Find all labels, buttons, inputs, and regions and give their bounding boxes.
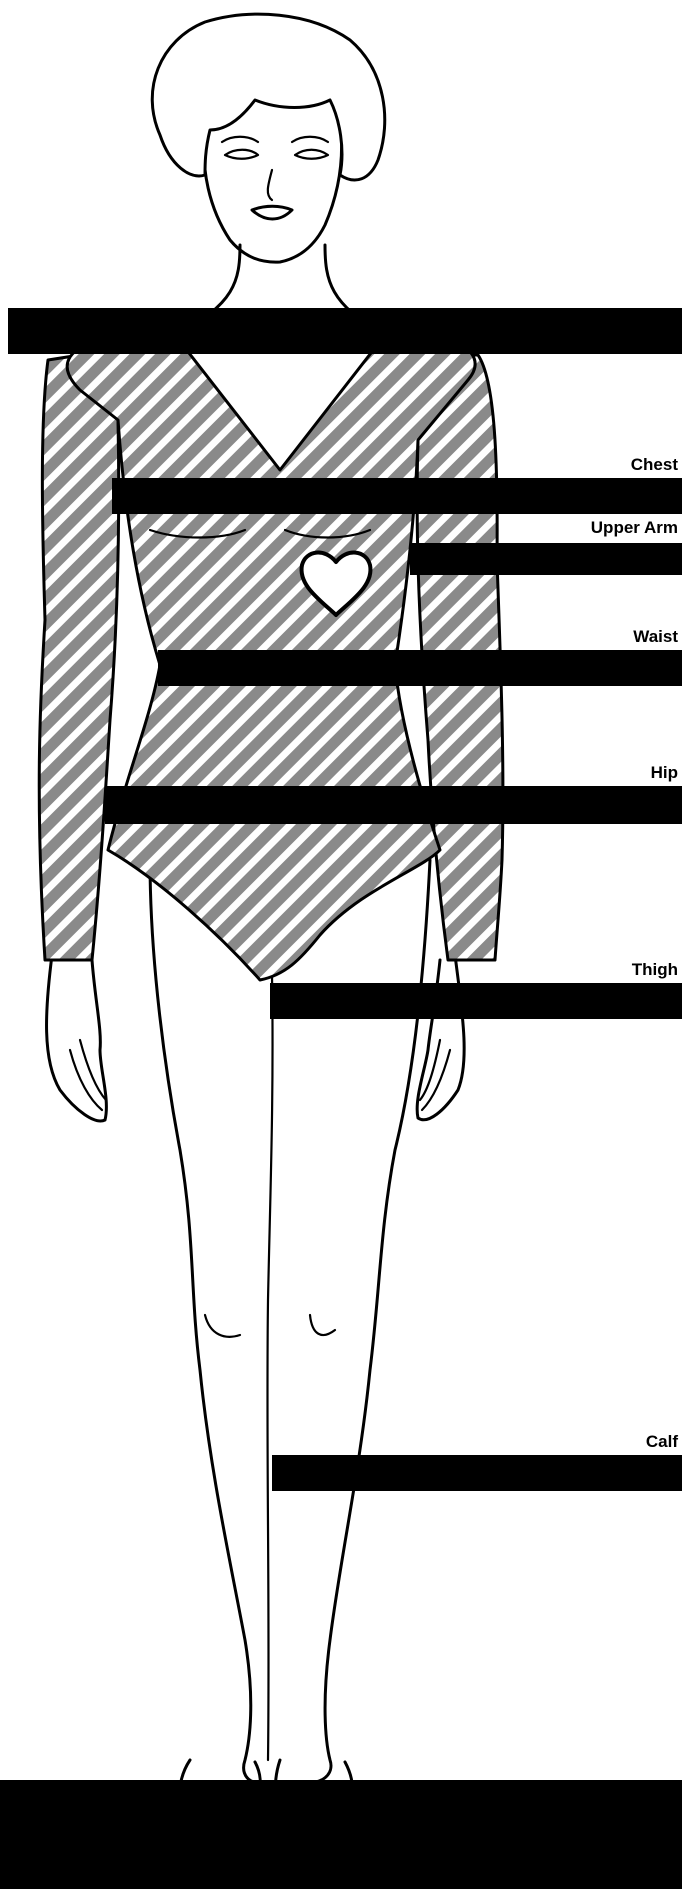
floor-bar [0, 1780, 682, 1889]
upper-arm-bar [410, 543, 682, 575]
waist-bar [158, 650, 682, 686]
upper-arm-label: Upper Arm [591, 518, 678, 538]
hands [47, 955, 465, 1121]
waist-label: Waist [633, 627, 678, 647]
mouth [252, 206, 292, 219]
left-sleeve [39, 355, 118, 960]
shoulder-bar [8, 308, 682, 354]
thigh-bar [270, 983, 682, 1019]
left-eyebrow [222, 137, 258, 142]
left-knee [205, 1315, 240, 1337]
thigh-label: Thigh [632, 960, 678, 980]
left-eye [225, 150, 258, 159]
hip-bar [105, 786, 682, 824]
hip-label: Hip [651, 763, 678, 783]
right-eyebrow [292, 137, 328, 142]
hair [152, 14, 385, 180]
calf-label: Calf [646, 1432, 678, 1452]
nose [268, 170, 272, 200]
chest-label: Chest [631, 455, 678, 475]
right-eye [295, 150, 328, 159]
left-hand [47, 955, 107, 1121]
calf-bar [272, 1455, 682, 1491]
leg-divide-line [267, 975, 272, 1760]
chest-bar [112, 478, 682, 514]
right-hand-fingers [420, 1040, 450, 1110]
head [152, 14, 385, 262]
right-knee [310, 1315, 335, 1335]
